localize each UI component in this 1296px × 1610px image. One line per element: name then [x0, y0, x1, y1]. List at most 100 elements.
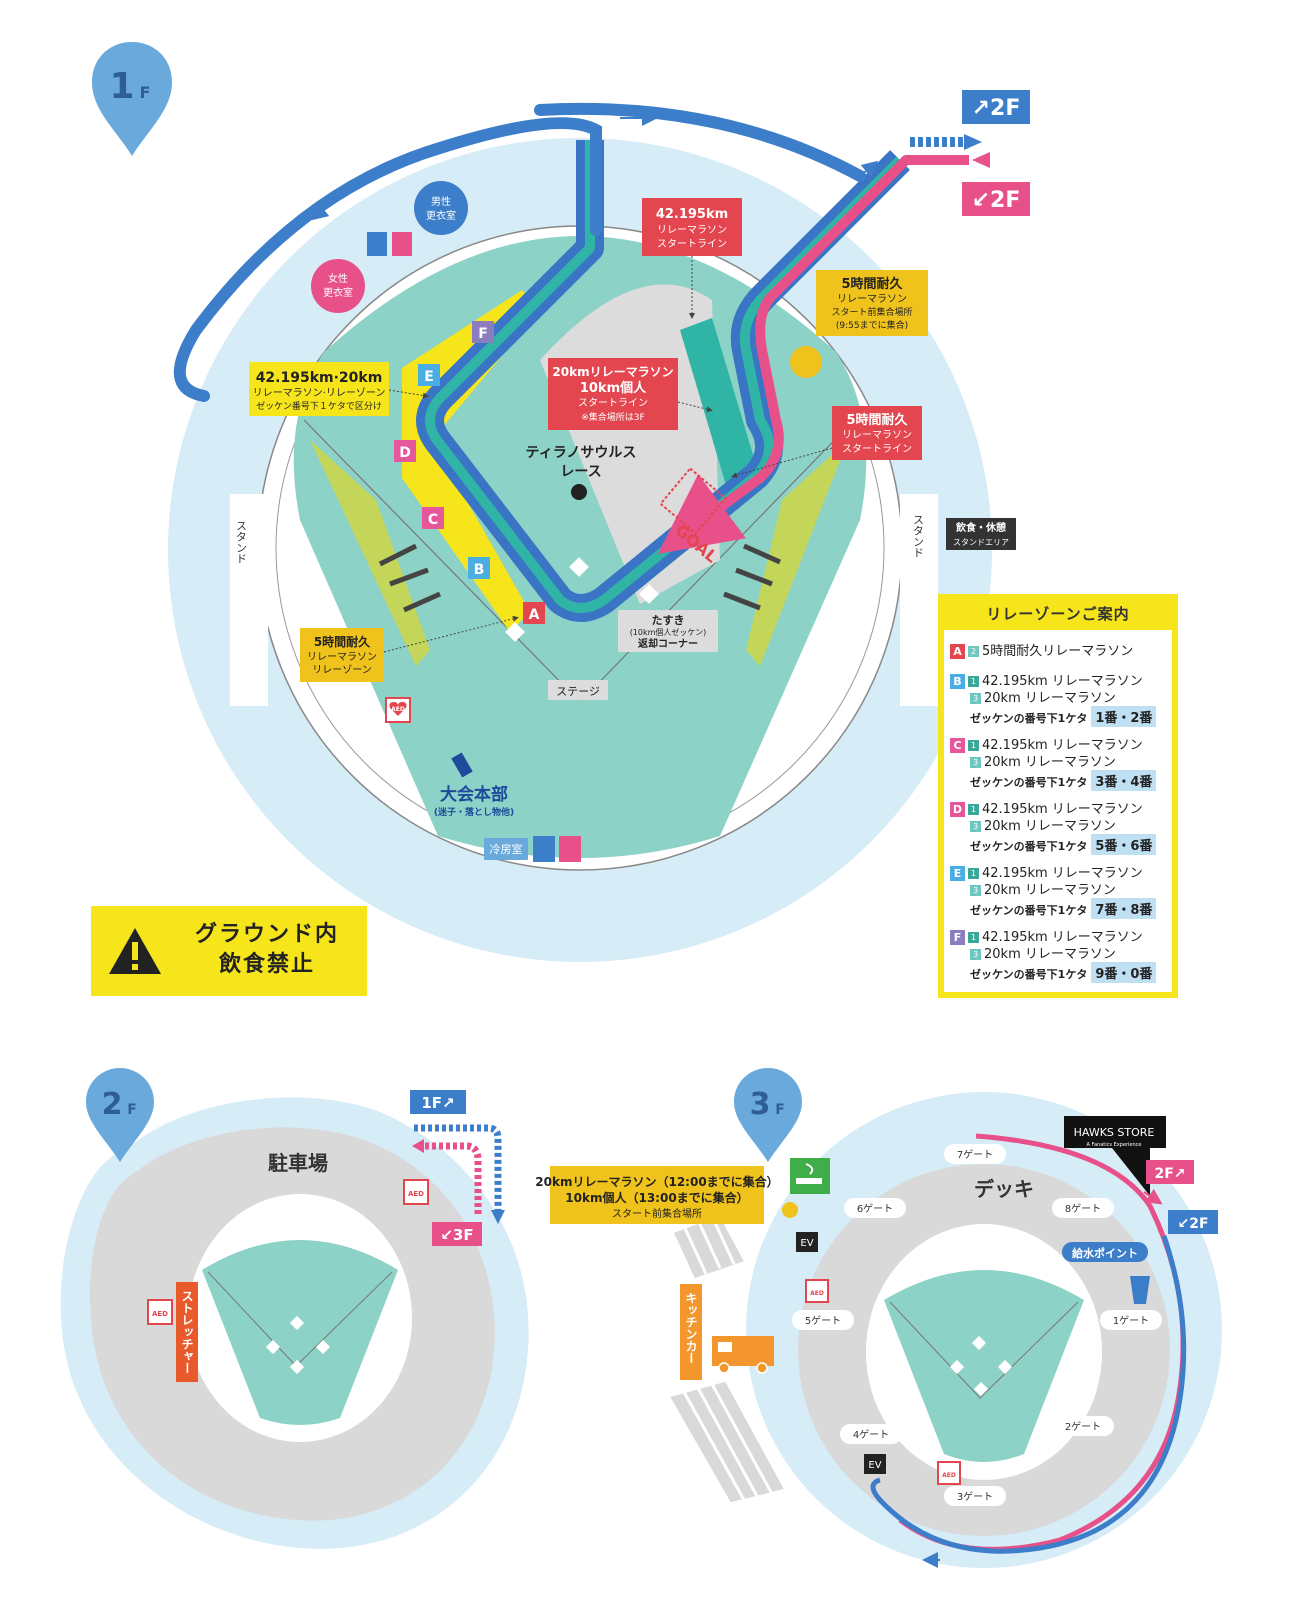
- gate-2: 2ゲート: [1052, 1416, 1114, 1436]
- label-3f-gather-1: 20kmリレーマラソン（12:00までに集合）: [535, 1174, 778, 1189]
- water-cup-icon: [1130, 1276, 1150, 1304]
- badge-2f-to-3f-text: ↙3F: [440, 1226, 473, 1244]
- stand-label-left: スタンド: [235, 520, 248, 564]
- label-20-start-1: 20kmリレーマラソン: [552, 365, 673, 379]
- label-5h-start-3: スタートライン: [842, 443, 912, 455]
- floor-3-home-base: [973, 1381, 989, 1397]
- second-base: [569, 557, 589, 577]
- male-room-label-1: 男性: [431, 195, 451, 208]
- tasuki-3: 返却コーナー: [638, 637, 698, 650]
- badge-2f-to-3f[interactable]: ↙3F: [432, 1222, 482, 1246]
- legend-row-bib-label: ゼッケンの番号下1ケタ: [970, 712, 1088, 725]
- label-42-start-2: リレーマラソン: [657, 224, 727, 236]
- race-name-1: ティラノサウルス: [526, 445, 637, 461]
- label-42-start-1: 42.195km: [656, 207, 728, 222]
- male-room-label-2: 更衣室: [426, 209, 456, 222]
- gate-3-label: 3ゲート: [957, 1491, 993, 1503]
- stand-access-arrows: [378, 543, 782, 613]
- floor-2-first-base: [315, 1339, 331, 1355]
- gather-5h-point: [790, 346, 822, 378]
- zone-f-letter: F: [478, 326, 488, 342]
- label-relay-42-20-1: 42.195km·20km: [256, 370, 383, 386]
- male-locker-room: 男性 更衣室: [414, 181, 468, 235]
- legend-row-num-3: 3: [970, 885, 981, 896]
- floor-1-suffix: F: [140, 83, 151, 102]
- zone-marker-f: F: [472, 321, 494, 343]
- warning-line-2: 飲食禁止: [218, 952, 315, 977]
- aed-icon-3f-lower: AED: [937, 1461, 961, 1485]
- label-20-start-2: 10km個人: [580, 380, 647, 396]
- badge-3f-to-2f-up[interactable]: 2F↗: [1146, 1160, 1194, 1184]
- label-20-start-3: スタートライン: [578, 397, 648, 409]
- label-5h-start: 5時間耐久 リレーマラソン スタートライン: [832, 406, 922, 460]
- legend-a-num: 2: [968, 646, 979, 657]
- side-area-left: [310, 440, 430, 666]
- legend-row-bib-label: ゼッケンの番号下1ケタ: [970, 840, 1088, 853]
- elevator-upper: EV: [796, 1232, 818, 1252]
- legend-row-num-3: 3: [970, 949, 981, 960]
- water-point-text: 給水ポイント: [1072, 1246, 1138, 1260]
- gate-8-label: 8ゲート: [1065, 1203, 1101, 1215]
- legend-row-letter: D: [950, 802, 965, 817]
- legend-row-line-1: 42.195km リレーマラソン: [982, 802, 1143, 817]
- badge-to-2f-down[interactable]: ↙2F: [962, 182, 1030, 216]
- legend-row-line-2: 20km リレーマラソン: [984, 819, 1116, 834]
- loop-arrow-right: [857, 160, 879, 179]
- food-truck-icon: [712, 1336, 774, 1374]
- parking-label: 駐車場: [268, 1151, 328, 1175]
- legend-a-letter: A: [950, 644, 965, 659]
- aed-icon-3f-upper: AED: [805, 1279, 829, 1303]
- label-20-start-4: ※集合場所は3F: [581, 411, 644, 423]
- badge-2f-to-1f[interactable]: 1F↗: [410, 1090, 466, 1114]
- cool-room-female-toilet-icon: [559, 836, 581, 862]
- label-relay-42-20-3: ゼッケン番号下１ケタで区分け: [256, 400, 382, 412]
- gate-1-label: 1ゲート: [1113, 1315, 1149, 1327]
- connector-blue-arrow: [964, 134, 982, 150]
- hq-flag-icon: [451, 752, 473, 778]
- course-outer-loop: [174, 102, 866, 402]
- gate-7: 7ゲート: [944, 1144, 1006, 1164]
- label-relay-42-20-2: リレーマラソン·リレーゾーン: [253, 387, 386, 399]
- kitchen-car-text: キッチンカー: [684, 1292, 698, 1364]
- zone-marker-e: E: [418, 364, 440, 386]
- floor-3-field: [884, 1270, 1084, 1462]
- legend-row-num-1: 1: [968, 932, 979, 943]
- badge-3f-to-2f-down[interactable]: ↙2F: [1168, 1210, 1218, 1234]
- floor-3-foul-lines: [889, 1301, 1079, 1399]
- stretcher-text: ストレッチャー: [180, 1290, 194, 1374]
- zone-e-letter: E: [424, 369, 434, 385]
- label-relay-42-20: 42.195km·20km リレーマラソン·リレーゾーン ゼッケン番号下１ケタで…: [249, 362, 389, 416]
- label-5h-gather-3: スタート前集合場所: [831, 306, 912, 318]
- floor-3-number: 3: [750, 1087, 771, 1122]
- tasuki-1: たすき: [652, 614, 685, 627]
- label-relay-5h-1: 5時間耐久: [314, 634, 371, 649]
- pointer-20-start: [677, 401, 713, 413]
- elevator-upper-label: EV: [800, 1238, 813, 1249]
- legend-row-line-2: 20km リレーマラソン: [984, 947, 1116, 962]
- badge-to-2f-up[interactable]: ↗2F: [962, 90, 1030, 124]
- legend-row-line-2: 20km リレーマラソン: [984, 883, 1116, 898]
- legend-row-line-1: 42.195km リレーマラソン: [982, 738, 1143, 753]
- cool-room-male-toilet-icon: [533, 836, 555, 862]
- stairs-lower: [665, 1378, 789, 1506]
- side-area-right: [746, 440, 848, 666]
- floor-1-map: 1 F: [92, 42, 1030, 962]
- pointer-5h-start: [731, 447, 833, 479]
- first-base: [639, 584, 659, 604]
- label-42-start-3: スタートライン: [657, 238, 727, 250]
- gate-6-label: 6ゲート: [857, 1203, 893, 1215]
- floor-2-home-base: [289, 1359, 305, 1375]
- zone-marker-a: A: [523, 602, 545, 624]
- tasuki-2: (10km個人ゼッケン): [630, 627, 707, 637]
- deck-label: デッキ: [974, 1177, 1034, 1201]
